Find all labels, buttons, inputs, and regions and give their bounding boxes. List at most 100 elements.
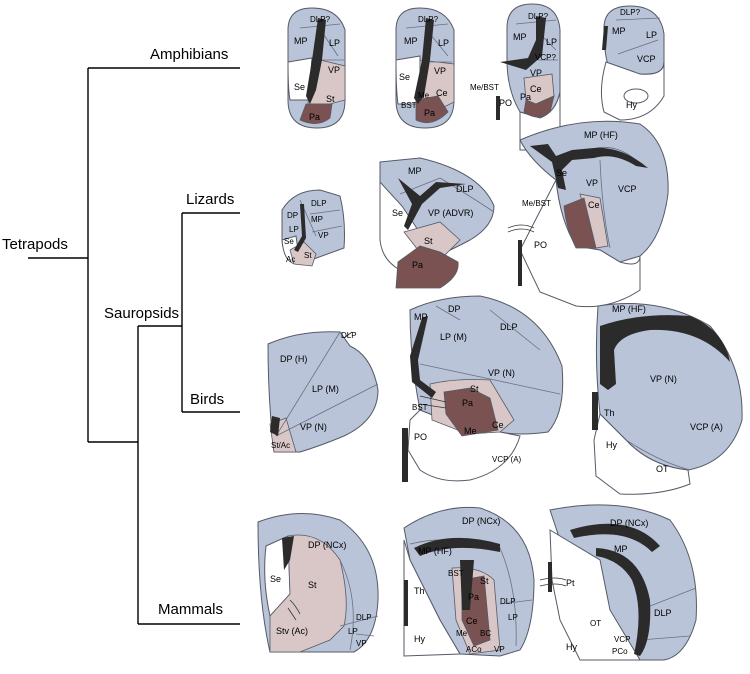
- liz1-label-mp: MP: [311, 215, 323, 224]
- liz1-label-ac: Ac: [286, 255, 295, 264]
- amp2-label-me: Me: [418, 91, 430, 100]
- amp3-label-ce: Ce: [530, 84, 542, 94]
- amp2-label-vp: VP: [434, 66, 446, 76]
- bird2-label-lp: LP (M): [440, 332, 467, 342]
- amphibian-section-2: DLP? MP LP VP Se Me Ce BST Pa: [395, 7, 455, 129]
- bird2-label-bst: BST: [412, 403, 428, 412]
- amp1-label-pa: Pa: [309, 112, 320, 122]
- mam2-label-aco: ACo: [466, 645, 482, 654]
- mam3-label-dp: DP (NCx): [610, 518, 648, 528]
- lizard-section-2: MP DLP VP (ADVR) Se St Pa: [379, 157, 495, 289]
- liz2-label-se: Se: [392, 208, 403, 218]
- amp2-label-dlp: DLP?: [418, 15, 439, 24]
- liz3-label-vp: VP: [586, 178, 598, 188]
- amp1-label-se: Se: [294, 82, 305, 92]
- mam2-label-me: Me: [456, 629, 468, 638]
- amp1-label-st: St: [326, 94, 335, 104]
- phylogenetic-tree: Tetrapods Amphibians Sauropsids Lizards …: [2, 46, 240, 625]
- mam3-label-dlp: DLP: [654, 608, 672, 618]
- lizard-section-3: MP (HF) Se VP VCP Me/BST Ce PO: [507, 120, 669, 308]
- mam1-label-st: St: [308, 580, 317, 590]
- amp1-label-lp: LP: [329, 38, 340, 48]
- mam2-label-vp: VP: [494, 645, 505, 654]
- amp4-label-vcp: VCP: [637, 54, 656, 64]
- liz1-label-vp: VP: [318, 231, 329, 240]
- lizard-section-1: DLP DP MP LP VP Se Ac St: [281, 189, 345, 267]
- mammal-section-1: DP (NCx) Se St Stv (Ac) DLP LP VP: [257, 513, 379, 653]
- liz3-label-mp: MP (HF): [584, 130, 618, 140]
- amp4-label-lp: LP: [646, 30, 657, 40]
- mam1-label-dlp: DLP: [356, 613, 372, 622]
- mam2-label-st: St: [480, 576, 489, 586]
- amp3-label-vcp: VCP?: [535, 53, 556, 62]
- mam1-label-stv: Stv (Ac): [276, 626, 308, 636]
- bird3-label-hy: Hy: [606, 440, 617, 450]
- liz2-label-pa: Pa: [412, 260, 423, 270]
- amp3-label-mp: MP: [513, 32, 527, 42]
- amp2-label-lp: LP: [438, 38, 449, 48]
- mammal-section-3: DP (NCx) MP Pt OT DLP VCP PCo Hy: [539, 504, 697, 661]
- amp2-label-mp: MP: [404, 36, 418, 46]
- mam3-label-mp: MP: [614, 544, 628, 554]
- mam1-label-lp: LP: [348, 627, 358, 636]
- liz1-label-dlp: DLP: [311, 199, 327, 208]
- mam3-label-ot: OT: [590, 619, 601, 628]
- liz1-label-st: St: [304, 251, 312, 260]
- mam2-label-dlp: DLP: [500, 597, 516, 606]
- amp1-label-vp: VP: [328, 65, 340, 75]
- mam1-label-vp: VP: [356, 639, 367, 648]
- mam2-label-hy: Hy: [414, 634, 425, 644]
- bird-section-2: MP DP LP (M) DLP VP (N) St BST Pa Ce Me …: [402, 295, 564, 482]
- bird2-label-dp: DP: [448, 304, 461, 314]
- amp3-label-po: PO: [499, 98, 512, 108]
- mam3-label-pco: PCo: [612, 647, 628, 656]
- label-amphibians: Amphibians: [150, 46, 228, 63]
- liz2-label-mp: MP: [408, 166, 422, 176]
- amp1-label-mp: MP: [294, 36, 308, 46]
- label-lizards: Lizards: [186, 191, 234, 208]
- bird1-label-vp: VP (N): [300, 422, 327, 432]
- bird2-label-vp: VP (N): [488, 368, 515, 378]
- bird2-label-vcp: VCP (A): [492, 455, 522, 464]
- bird2-label-po: PO: [414, 432, 427, 442]
- liz1-label-lp: LP: [289, 225, 299, 234]
- bird2-label-pa: Pa: [462, 398, 473, 408]
- amp3-label-dlp: DLP?: [528, 12, 549, 21]
- amp3-label-me-bst: Me/BST: [470, 83, 499, 92]
- mam2-label-bst: BST: [448, 569, 464, 578]
- bird1-label-dp: DP (H): [280, 354, 307, 364]
- amphibian-section-4: DLP? MP LP VCP Hy: [600, 5, 665, 121]
- mam3-label-pt: Pt: [566, 578, 575, 588]
- mam1-label-dp: DP (NCx): [308, 540, 346, 550]
- bird1-label-lp: LP (M): [312, 384, 339, 394]
- amp2-label-ce: Ce: [436, 88, 448, 98]
- label-tetrapods: Tetrapods: [2, 236, 68, 253]
- liz1-label-dp: DP: [287, 211, 298, 220]
- mam2-label-pa: Pa: [468, 592, 479, 602]
- label-mammals: Mammals: [158, 601, 223, 618]
- liz3-label-po: PO: [534, 240, 547, 250]
- bird-section-1: DLP DP (H) LP (M) VP (N) St/Ac: [267, 331, 379, 453]
- amp2-label-se: Se: [399, 72, 410, 82]
- amp3-label-lp: LP: [546, 37, 557, 47]
- bird3-label-mp: MP (HF): [612, 304, 646, 314]
- liz3-label-ce: Ce: [588, 200, 600, 210]
- liz2-label-st: St: [424, 236, 433, 246]
- mammal-section-2: DP (NCx) MP (HF) BST St Th Pa DLP Ce LP …: [403, 506, 535, 657]
- amp2-label-pa: Pa: [424, 108, 435, 118]
- bird3-label-ot: OT: [656, 464, 669, 474]
- bird2-label-me: Me: [464, 426, 477, 436]
- liz3-label-me-bst: Me/BST: [522, 199, 551, 208]
- amp3-label-vp: VP: [530, 68, 542, 78]
- liz3-label-se: Se: [556, 168, 567, 178]
- amp2-label-bst: BST: [401, 101, 417, 110]
- bird3-label-vcp: VCP (A): [690, 422, 723, 432]
- bird3-label-vp: VP (N): [650, 374, 677, 384]
- mam2-label-mp: MP (HF): [418, 546, 452, 556]
- label-birds: Birds: [190, 391, 224, 408]
- mam3-label-hy: Hy: [566, 642, 577, 652]
- bird2-label-ce: Ce: [492, 420, 504, 430]
- bird2-label-mp: MP: [414, 312, 428, 322]
- mam2-label-lp: LP: [508, 613, 518, 622]
